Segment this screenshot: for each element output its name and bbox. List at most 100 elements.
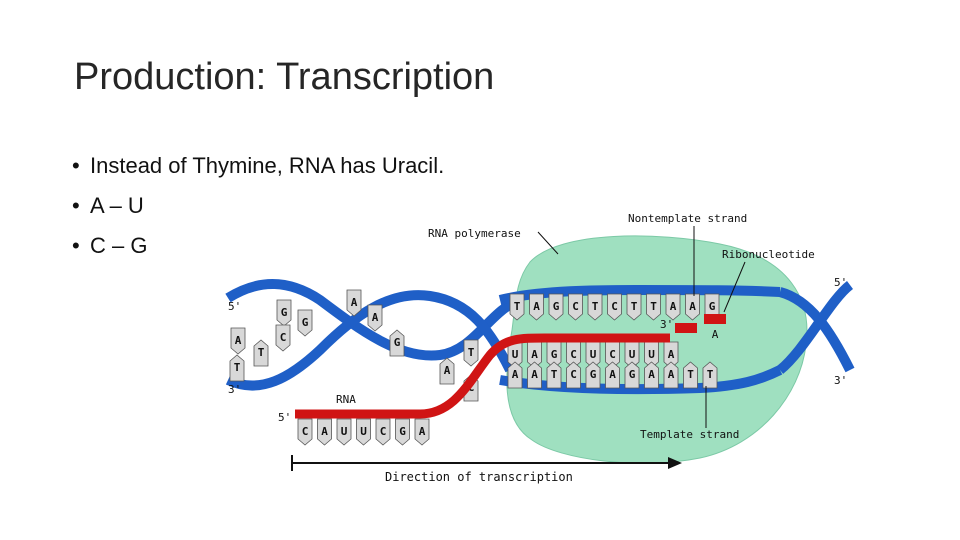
base-letter: G (281, 306, 288, 319)
base-shape (317, 418, 332, 446)
base-shape (276, 299, 292, 327)
base-letter: A (533, 300, 540, 313)
base-letter: T (707, 368, 714, 381)
base-shape (605, 361, 620, 389)
base-letter: A (668, 368, 675, 381)
base-letter: C (570, 368, 577, 381)
direction-label: Direction of transcription (385, 470, 573, 484)
base-shape (346, 289, 362, 317)
base-tile: T (253, 339, 269, 367)
base-letter: A (419, 425, 426, 438)
base-letter: U (648, 348, 655, 361)
base-shape (439, 357, 455, 385)
base-letter: C (572, 300, 579, 313)
ribonucleotide-base: A (712, 328, 719, 341)
base-shape (395, 418, 410, 446)
bullet-list: •Instead of Thymine, RNA has Uracil. •A … (72, 146, 444, 266)
base-letter: U (590, 348, 597, 361)
base-letter: T (468, 346, 475, 359)
base-letter: G (551, 348, 558, 361)
base-tile: T (646, 293, 661, 321)
bullet-text: Instead of Thymine, RNA has Uracil. (90, 153, 445, 178)
base-shape (548, 293, 564, 321)
base-shape (229, 354, 245, 382)
base-shape (527, 361, 542, 389)
base-tile: U (356, 418, 371, 446)
direction-arrowhead (668, 457, 682, 469)
base-tile: A (230, 327, 246, 355)
rna-polymerase-label: RNA polymerase (428, 227, 521, 240)
base-shape (585, 361, 601, 389)
base-letter: A (351, 296, 358, 309)
base-tile: C (275, 324, 291, 352)
base-letter: T (551, 368, 558, 381)
base-letter: A (444, 364, 451, 377)
base-tile: T (702, 361, 718, 389)
base-shape (587, 293, 603, 321)
rna-label: RNA (336, 393, 356, 406)
helix-backbone-bottom-right (776, 281, 854, 374)
ribonucleotide-marker (704, 314, 726, 324)
base-shape (702, 361, 718, 389)
base-tile: G (297, 309, 313, 337)
base-letter: T (687, 368, 694, 381)
nontemplate-strand-backbone (498, 285, 781, 305)
base-tile: A (414, 418, 430, 446)
base-tile: A (367, 304, 383, 332)
base-shape (297, 418, 313, 446)
base-tile: G (395, 418, 410, 446)
base-tile: T (229, 354, 245, 382)
bullet-item: •Instead of Thymine, RNA has Uracil. (72, 153, 445, 178)
base-tile: A (644, 361, 659, 389)
base-letter: A (321, 425, 328, 438)
base-letter: A (670, 300, 677, 313)
base-shape (367, 304, 383, 332)
base-tile: T (509, 293, 525, 321)
base-tile: U (336, 418, 352, 446)
base-tile: A (663, 361, 679, 389)
base-letter: T (592, 300, 599, 313)
base-letter: U (341, 425, 348, 438)
rna-polymerase-pointer (537, 231, 559, 255)
base-letter: G (590, 368, 597, 381)
base-shape (683, 361, 698, 389)
base-letter: A (235, 334, 242, 347)
base-tile: G (585, 361, 601, 389)
base-tile: C (375, 418, 391, 446)
three-prime-rna-end: 3' (660, 318, 673, 331)
base-letter: C (570, 348, 577, 361)
base-shape (230, 327, 246, 355)
bullet-text: C – G (90, 233, 148, 258)
bullet-item: •A – U (72, 193, 144, 218)
base-tile: A (439, 357, 455, 385)
base-tile: C (568, 293, 583, 321)
base-shape (297, 309, 313, 337)
base-tile: C (566, 361, 581, 389)
base-tile: A (317, 418, 332, 446)
base-letter: G (553, 300, 560, 313)
bullet-item: •C – G (72, 233, 148, 258)
base-letter: A (689, 300, 696, 313)
base-shape (336, 418, 352, 446)
base-shape (414, 418, 430, 446)
base-letter: A (668, 348, 675, 361)
ribonucleotide-label: Ribonucleotide (722, 248, 815, 261)
base-tile: G (548, 293, 564, 321)
base-shape (529, 293, 544, 321)
base-tile: C (607, 293, 622, 321)
base-shape (646, 293, 661, 321)
bullet-text: A – U (90, 193, 144, 218)
base-shape (663, 361, 679, 389)
base-letter: A (648, 368, 655, 381)
base-letter: G (629, 368, 636, 381)
base-letter: A (531, 368, 538, 381)
base-shape (644, 361, 659, 389)
base-shape (275, 324, 291, 352)
base-shape (463, 339, 479, 367)
base-letter: T (631, 300, 638, 313)
base-shape (685, 293, 700, 321)
